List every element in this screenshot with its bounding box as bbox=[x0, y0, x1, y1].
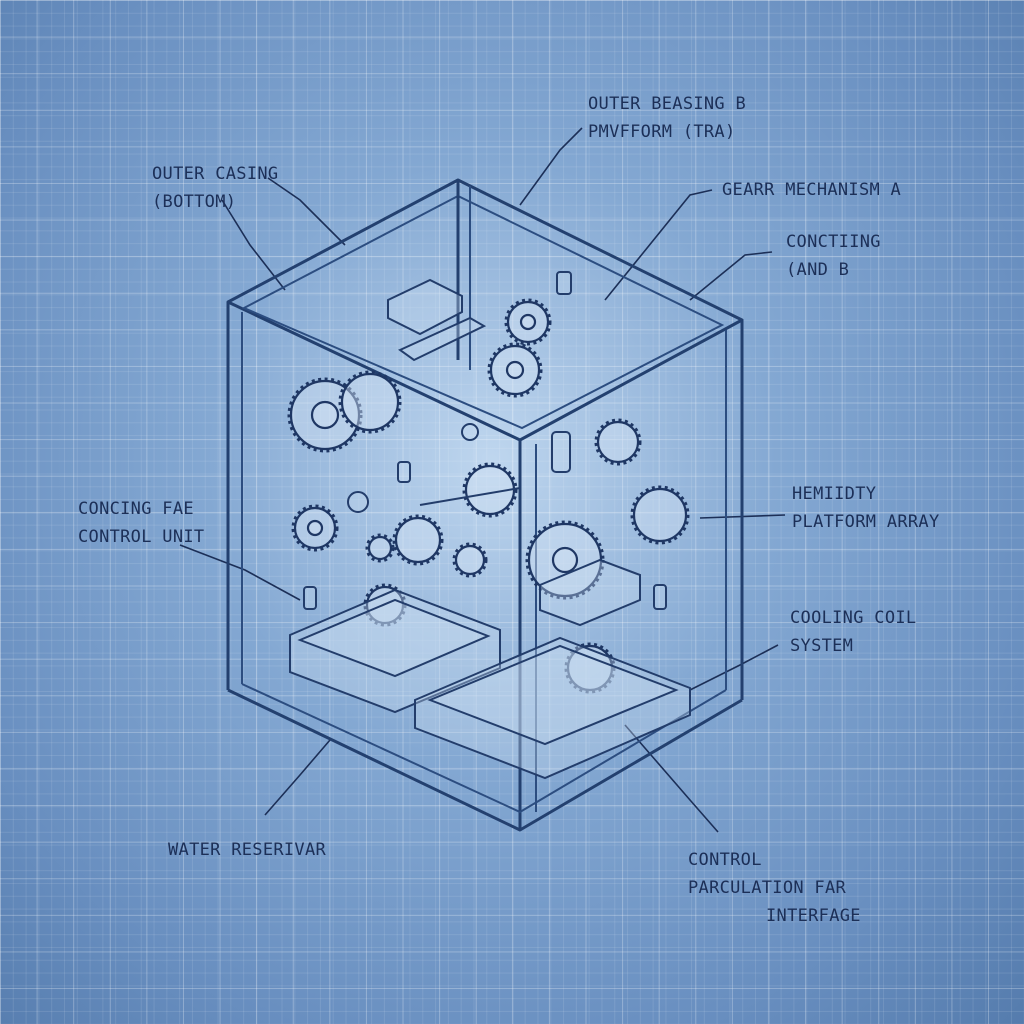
gear-center-cluster-3 bbox=[525, 520, 605, 600]
gear-top-center bbox=[504, 298, 552, 346]
label-concing-control-unit: CONCING FAE CONTROL UNIT bbox=[78, 499, 205, 547]
label-conciting: CONCTIING (AND B bbox=[786, 232, 881, 280]
label-outer-beasing: OUTER BEASING B PMVFFORM (TRA) bbox=[588, 94, 747, 142]
base-trays bbox=[289, 558, 691, 780]
leader-cooling-coil bbox=[689, 644, 779, 691]
leader-water-reservoir bbox=[264, 739, 331, 816]
leader-control bbox=[624, 724, 719, 833]
gear-left-back bbox=[338, 370, 402, 434]
label-hemidity-platform: HEMIIDTY PLATFORM ARRAY bbox=[792, 484, 940, 532]
label-outer-casing-bottom: OUTER CASING (BOTTOM) bbox=[152, 164, 279, 212]
gear-right-cluster bbox=[630, 485, 690, 545]
label-gear-mechanism: GEARR MECHANISM A bbox=[722, 180, 902, 200]
gear-bottom-right bbox=[564, 642, 616, 694]
leader-outer-casing-left bbox=[221, 199, 286, 291]
leader-conciting bbox=[689, 251, 773, 301]
label-control: CONTROL PARCULATION FAR INTERFAGE bbox=[688, 850, 861, 926]
label-cooling-coil: COOLING COIL SYSTEM bbox=[790, 608, 917, 656]
pulley bbox=[347, 491, 369, 513]
outer-frame bbox=[226, 178, 744, 832]
gear-right-top bbox=[594, 418, 642, 466]
gear-center-upper bbox=[487, 342, 543, 398]
gear-center-cluster-1 bbox=[392, 514, 444, 566]
gears bbox=[287, 298, 690, 694]
gear-left-middle bbox=[291, 504, 339, 552]
leader-outer-casing-top bbox=[267, 177, 346, 246]
top-fixtures bbox=[303, 271, 667, 610]
gear-small-1 bbox=[365, 533, 395, 563]
leader-gear-mechanism bbox=[604, 189, 713, 301]
control-tray bbox=[414, 636, 691, 780]
label-water-reservoir: WATER RESERIVAR bbox=[168, 840, 327, 860]
gear-small-2 bbox=[452, 542, 488, 578]
leader-concing-control bbox=[179, 544, 301, 601]
leader-outer-beasing bbox=[519, 127, 583, 206]
